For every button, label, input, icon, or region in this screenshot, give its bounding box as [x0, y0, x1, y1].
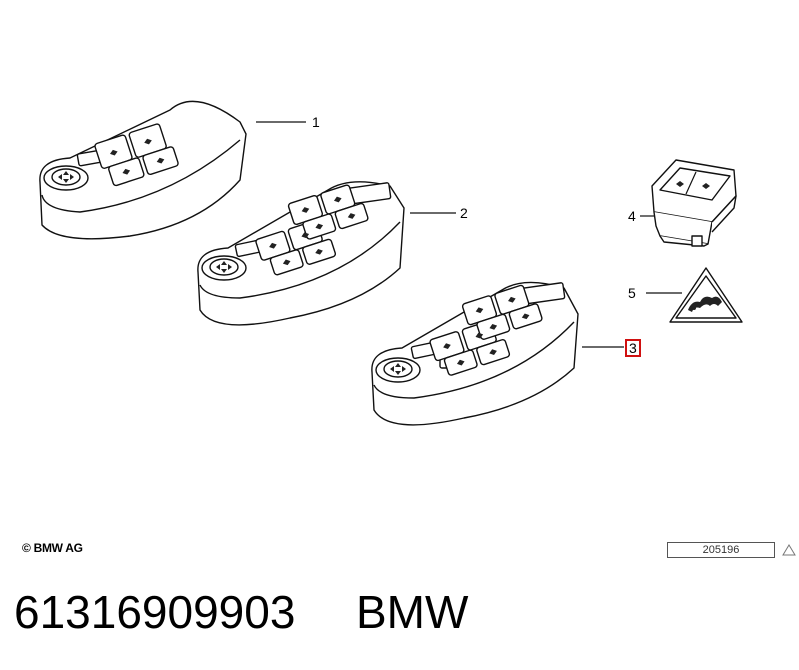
parts-diagram	[39, 100, 743, 426]
diagram-id-box: 205196	[667, 542, 775, 558]
part-1-switch-console[interactable]	[39, 100, 247, 240]
part-2-switch-console[interactable]	[197, 181, 405, 326]
brand-name: BMW	[356, 586, 469, 638]
part-3-switch-console[interactable]	[371, 281, 579, 426]
callout-5[interactable]: 5	[628, 285, 636, 301]
callout-3-highlighted[interactable]: 3	[625, 339, 641, 357]
callout-2[interactable]: 2	[460, 205, 468, 221]
warning-triangle-icon	[782, 544, 796, 556]
part-4-single-switch[interactable]	[651, 159, 737, 247]
callout-4[interactable]: 4	[628, 208, 636, 224]
copyright-notice: © BMW AG	[22, 541, 83, 555]
child-lock-warning-icon[interactable]	[669, 267, 743, 323]
part-number: 61316909903	[14, 586, 296, 638]
callout-1[interactable]: 1	[312, 114, 320, 130]
